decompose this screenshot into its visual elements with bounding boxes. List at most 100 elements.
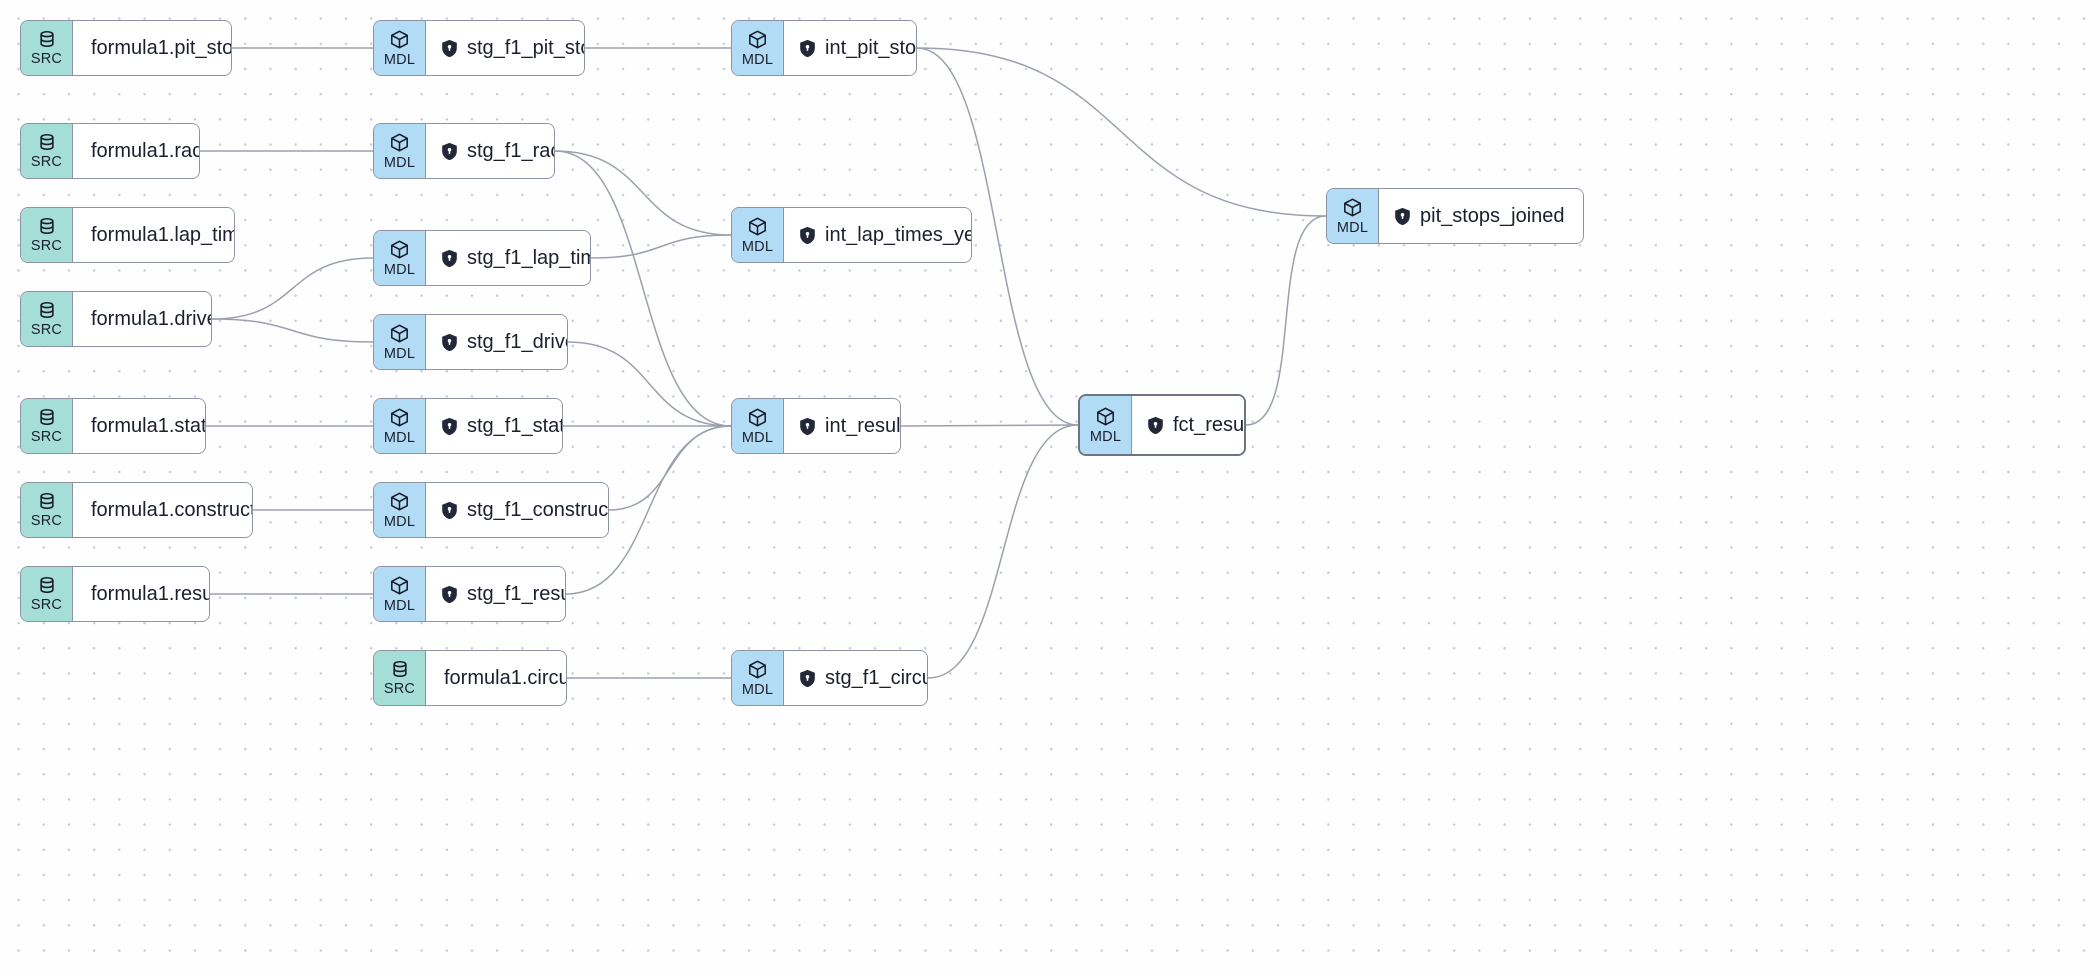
edge-fct_results-to-pit_stops_joined [1245, 215, 1327, 426]
badge-label: MDL [741, 51, 774, 68]
model-badge: MDL [374, 124, 426, 178]
node-src_status[interactable]: SRC formula1.status [20, 398, 206, 454]
database-icon [37, 300, 57, 320]
node-label: stg_f1_constructors [467, 499, 609, 521]
edge-int_results-to-fct_results [900, 424, 1079, 427]
model-badge: MDL [374, 231, 426, 285]
cube-icon [389, 407, 410, 428]
cube-icon [1342, 197, 1363, 218]
badge-label: MDL [383, 51, 416, 68]
edge-src_drivers-to-stg_drivers [211, 318, 374, 343]
node-src_lap_times[interactable]: SRC formula1.lap_times [20, 207, 235, 263]
badge-label: SRC [30, 513, 63, 530]
node-body: int_pit_stops [784, 21, 917, 75]
model-badge: MDL [1080, 396, 1132, 454]
shield-lock-icon [799, 39, 816, 58]
node-label: stg_f1_lap_times [467, 247, 590, 269]
node-body: formula1.pit_stops [73, 21, 231, 75]
source-badge: SRC [374, 651, 426, 705]
badge-label: MDL [383, 154, 416, 171]
badge-label: SRC [30, 154, 63, 171]
node-body: stg_f1_lap_times [426, 231, 590, 285]
shield-lock-icon [799, 226, 816, 245]
node-src_results[interactable]: SRC formula1.results [20, 566, 210, 622]
cube-icon [389, 491, 410, 512]
node-src_races[interactable]: SRC formula1.races [20, 123, 200, 179]
node-body: formula1.results [73, 567, 209, 621]
node-src_circuits[interactable]: SRC formula1.circuits [373, 650, 567, 706]
badge-label: SRC [30, 429, 63, 446]
badge-label: SRC [30, 322, 63, 339]
edge-src_drivers-to-stg_lap_times [211, 257, 374, 320]
node-int_lap_times_years[interactable]: MDL int_lap_times_years [731, 207, 972, 263]
badge-label: MDL [383, 345, 416, 362]
node-body: formula1.status [73, 399, 206, 453]
node-body: pit_stops_joined [1379, 189, 1583, 243]
database-icon [37, 491, 57, 511]
shield-lock-icon [441, 39, 458, 58]
source-badge: SRC [21, 21, 73, 75]
node-label: int_pit_stops [825, 37, 917, 59]
node-src_pit_stops[interactable]: SRC formula1.pit_stops [20, 20, 232, 76]
badge-label: SRC [383, 681, 416, 698]
cube-icon [389, 239, 410, 260]
cube-icon [389, 29, 410, 50]
edge-stg_drivers-to-int_results [567, 341, 732, 427]
node-label: stg_f1_status [467, 415, 562, 437]
node-label: formula1.status [91, 415, 206, 437]
node-label: formula1.circuits [444, 667, 566, 689]
shield-lock-icon [441, 249, 458, 268]
cube-icon [389, 132, 410, 153]
badge-label: SRC [30, 597, 63, 614]
shield-lock-icon [441, 501, 458, 520]
model-badge: MDL [374, 483, 426, 537]
node-label: formula1.lap_times [91, 224, 234, 246]
badge-label: MDL [383, 513, 416, 530]
node-label: formula1.drivers [91, 308, 211, 330]
node-label: formula1.races [91, 140, 199, 162]
badge-label: MDL [1089, 428, 1122, 445]
shield-lock-icon [441, 142, 458, 161]
badge-label: MDL [741, 681, 774, 698]
badge-label: SRC [30, 238, 63, 255]
node-label: formula1.pit_stops [91, 37, 231, 59]
shield-lock-icon [441, 333, 458, 352]
database-icon [37, 216, 57, 236]
cube-icon [389, 575, 410, 596]
node-body: stg_f1_results [426, 567, 565, 621]
edge-stg_constructors-to-int_results [608, 425, 732, 511]
database-icon [390, 659, 410, 679]
node-body: stg_f1_status [426, 399, 562, 453]
node-body: stg_f1_pit_stops [426, 21, 584, 75]
node-body: stg_f1_constructors [426, 483, 609, 537]
model-badge: MDL [732, 399, 784, 453]
model-badge: MDL [732, 208, 784, 262]
node-body: formula1.lap_times [73, 208, 234, 262]
cube-icon [747, 216, 768, 237]
node-body: int_lap_times_years [784, 208, 971, 262]
database-icon [37, 407, 57, 427]
model-badge: MDL [1327, 189, 1379, 243]
node-src_drivers[interactable]: SRC formula1.drivers [20, 291, 212, 347]
badge-label: MDL [741, 238, 774, 255]
badge-label: SRC [30, 51, 63, 68]
node-stg_lap_times[interactable]: MDL stg_f1_lap_times [373, 230, 591, 286]
shield-lock-icon [1147, 416, 1164, 435]
node-stg_constructors[interactable]: MDL stg_f1_constructors [373, 482, 609, 538]
node-int_pit_stops[interactable]: MDL int_pit_stops [731, 20, 917, 76]
node-stg_pit_stops[interactable]: MDL stg_f1_pit_stops [373, 20, 585, 76]
node-body: formula1.circuits [426, 651, 566, 705]
model-badge: MDL [374, 567, 426, 621]
edge-stg_circuits-to-fct_results [927, 424, 1079, 679]
